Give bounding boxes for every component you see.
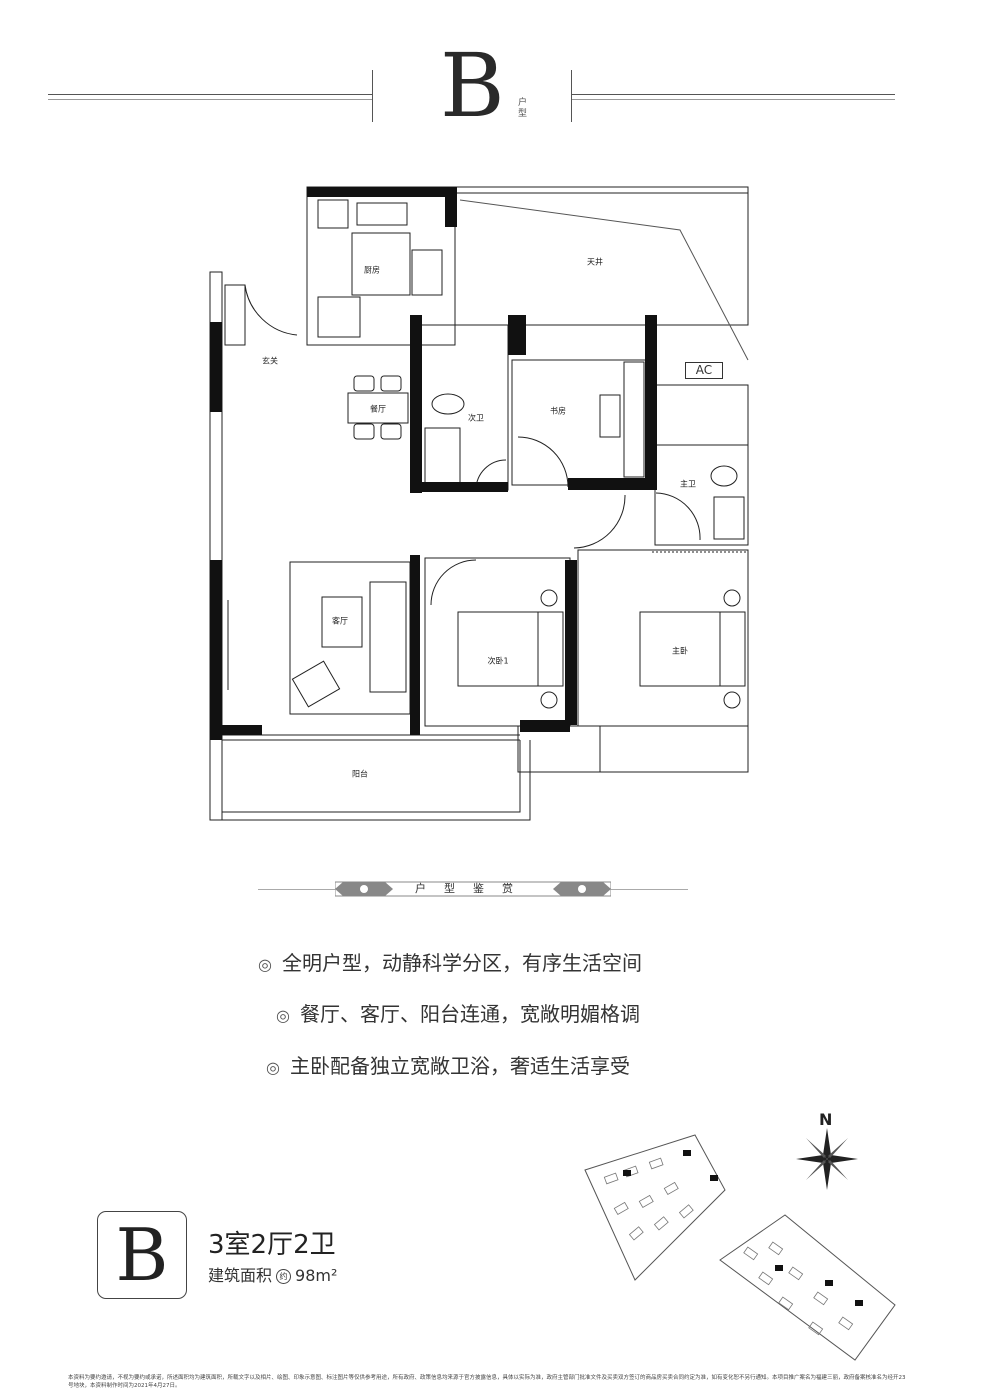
bullet-icon: ◎ [266,1058,280,1077]
room-label-master-bath: 主卫 [680,479,696,489]
room-label-living: 客厅 [332,616,348,626]
compass-rose-icon [796,1128,858,1190]
approx-badge: 约 [276,1269,292,1284]
compass-north-label: N [819,1110,833,1129]
room-label-second-bath: 次卫 [468,413,484,423]
room-label-study: 书房 [550,406,566,416]
floor-plan [209,186,749,821]
west-wall [209,271,223,821]
balcony-rail [222,740,531,821]
site-location-map [584,1134,896,1361]
feature-2: ◎ 餐厅、客厅、阳台连通，宽敞明媚格调 [276,998,640,1027]
room-label-second-bedroom: 次卧1 [487,656,509,666]
header-rule-left [48,94,373,95]
unit-badge: B [97,1211,187,1299]
header-tick-right [571,70,572,122]
header-rule-left-2 [48,99,373,100]
feature-text: 餐厅、客厅、阳台连通，宽敞明媚格调 [299,1002,640,1026]
bullet-icon: ◎ [276,1006,290,1025]
feature-text: 主卧配备独立宽敞卫浴，奢适生活享受 [289,1054,630,1078]
room-label-kitchen: 厨房 [364,265,380,275]
header-rule-right [572,94,895,95]
header-rule-right-2 [572,99,895,100]
site-parcel-north [584,1134,726,1281]
unit-layout: 3室2厅2卫 [208,1230,336,1260]
feature-1: ◎ 全明户型，动静科学分区，有序生活空间 [258,947,642,976]
ac-unit-label: AC [685,362,723,379]
room-label-foyer: 玄关 [262,356,278,366]
room-label-master-bedroom: 主卧 [672,646,688,656]
bullet-icon: ◎ [258,955,272,974]
room-label-light-well: 天井 [587,257,603,267]
feature-3: ◎ 主卧配备独立宽敞卫浴，奢适生活享受 [266,1050,630,1079]
site-parcel-south [719,1214,896,1361]
unit-tag: 户型 [518,98,528,119]
area-value: 98m² [295,1266,338,1285]
feature-text: 全明户型，动静科学分区，有序生活空间 [281,951,642,975]
disclaimer-text: 本资料为要约邀请，不视为要约或承诺，所述面积均为建筑面积，所载文字以及相片、绘图… [68,1375,906,1389]
structural-walls [210,187,657,740]
unit-letter-title: B [440,34,505,137]
room-label-dining: 餐厅 [370,404,386,414]
header-tick-left [372,70,373,122]
area-label: 建筑面积 [208,1266,273,1285]
room-label-balcony: 阳台 [352,769,368,779]
section-title: 户型鉴赏 [415,882,531,895]
section-banner-ornament [335,881,611,897]
